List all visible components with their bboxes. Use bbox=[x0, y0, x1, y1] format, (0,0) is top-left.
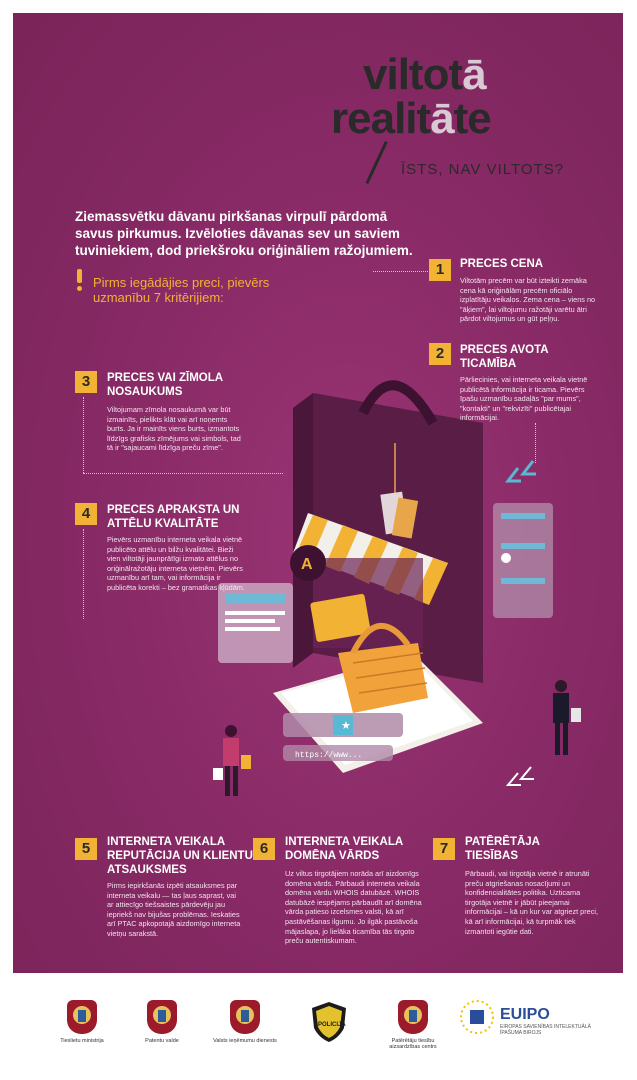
shopping-illustration: A ★ https://www... bbox=[213, 380, 581, 796]
criterion-1-text: Viltotām precēm var būt izteikti zemāka … bbox=[460, 276, 596, 324]
intro-text: Ziemassvētku dāvanu pirkšanas virpulī pā… bbox=[75, 209, 413, 258]
title-line-1: viltotā bbox=[363, 50, 487, 99]
contact-cards-icon bbox=[493, 503, 553, 618]
basket-icon bbox=[338, 643, 428, 713]
criterion-3-text: Viltojumam zīmola nosaukumā var būt izma… bbox=[107, 405, 241, 453]
connector-line bbox=[83, 473, 283, 474]
criterion-6-title: INTERNETA VEIKALA DOMĒNA VĀRDS bbox=[285, 836, 403, 862]
criterion-3-title: PRECES VAI ZĪMOLA NOSAUKUMS bbox=[107, 372, 223, 398]
criterion-4-number: 4 bbox=[75, 503, 97, 525]
criterion-1-number: 1 bbox=[429, 259, 451, 281]
connector-line bbox=[535, 423, 536, 463]
credit-card-icon bbox=[310, 593, 371, 642]
coat-of-arms-icon bbox=[147, 1000, 177, 1034]
title-line-2: realitāte bbox=[331, 94, 492, 143]
logo-ptac: Patērētāju tiesību aizsardzības centrs bbox=[380, 1000, 446, 1050]
criterion-7-number: 7 bbox=[433, 838, 455, 860]
exclamation-icon bbox=[75, 269, 85, 291]
bag-handle bbox=[358, 380, 438, 426]
person-left-icon bbox=[213, 725, 251, 796]
logo-policija: POLICIJA bbox=[305, 1000, 353, 1046]
coat-of-arms-icon bbox=[398, 1000, 428, 1034]
connector-line bbox=[373, 271, 428, 272]
criterion-4-text: Pievērs uzmanību interneta veikala vietn… bbox=[107, 535, 245, 592]
criterion-2-text: Pārliecinies, vai interneta veikala viet… bbox=[460, 375, 588, 423]
logo-tieslietu-ministrija: Tieslietu ministrija bbox=[52, 1000, 112, 1044]
url-bar bbox=[283, 745, 393, 761]
criterion-3-number: 3 bbox=[75, 371, 97, 393]
logo-patentu-valde: Patentu valde bbox=[132, 1000, 192, 1044]
criterion-2-title: PRECES AVOTA TICAMĪBA bbox=[460, 344, 549, 370]
criterion-1-title: PRECES CENA bbox=[460, 258, 544, 270]
connector-line bbox=[83, 397, 84, 473]
attention-text: Pirms iegādājies preci, pievērs uzmanību… bbox=[93, 275, 270, 305]
title-slash bbox=[365, 141, 388, 184]
criterion-5-text: Pirms iepirkšanās izpēti atsauksmes par … bbox=[107, 881, 241, 938]
svg-text:★: ★ bbox=[341, 720, 351, 732]
logo-vid: Valsts ieņēmumu dienests bbox=[212, 1000, 278, 1044]
poster: viltotā realitāte ĪSTS, NAV VILTOTS? Zie… bbox=[13, 13, 623, 973]
svg-text:POLICIJA: POLICIJA bbox=[318, 1022, 346, 1028]
price-tag-icon bbox=[391, 497, 419, 539]
coat-of-arms-icon bbox=[230, 1000, 260, 1034]
arrows-icon bbox=[504, 460, 536, 483]
criterion-7-text: Pārbaudi, vai tirgotāja vietnē ir atrunā… bbox=[465, 869, 599, 936]
criterion-5-title: INTERNETA VEIKALA REPUTĀCIJA UN KLIENTU … bbox=[107, 836, 253, 876]
police-shield-icon: POLICIJA bbox=[312, 1002, 346, 1042]
criterion-7-title: PATĒRĒTĀJA TIESĪBAS bbox=[465, 836, 540, 862]
criterion-6-text: Uz viltus tirgotājiem norāda arī aizdomī… bbox=[285, 869, 422, 946]
criterion-4-title: PRECES APRAKSTA UN ATTĒLU KVALITĀTE bbox=[107, 504, 240, 530]
svg-text:A: A bbox=[301, 556, 313, 573]
subtitle: ĪSTS, NAV VILTOTS? bbox=[401, 161, 565, 178]
person-right-icon bbox=[553, 680, 581, 755]
euipo-icon bbox=[460, 1000, 494, 1034]
letter-a-badge bbox=[290, 545, 326, 581]
connector-line bbox=[83, 529, 84, 619]
logo-euipo: EUIPO EIROPAS SAVIENĪBAS INTELEKTUĀLĀ ĪP… bbox=[460, 1000, 600, 1036]
criterion-2-number: 2 bbox=[429, 343, 451, 365]
criterion-6-number: 6 bbox=[253, 838, 275, 860]
criterion-5-number: 5 bbox=[75, 838, 97, 860]
svg-text:https://www...: https://www... bbox=[295, 751, 362, 760]
coat-of-arms-icon bbox=[67, 1000, 97, 1034]
